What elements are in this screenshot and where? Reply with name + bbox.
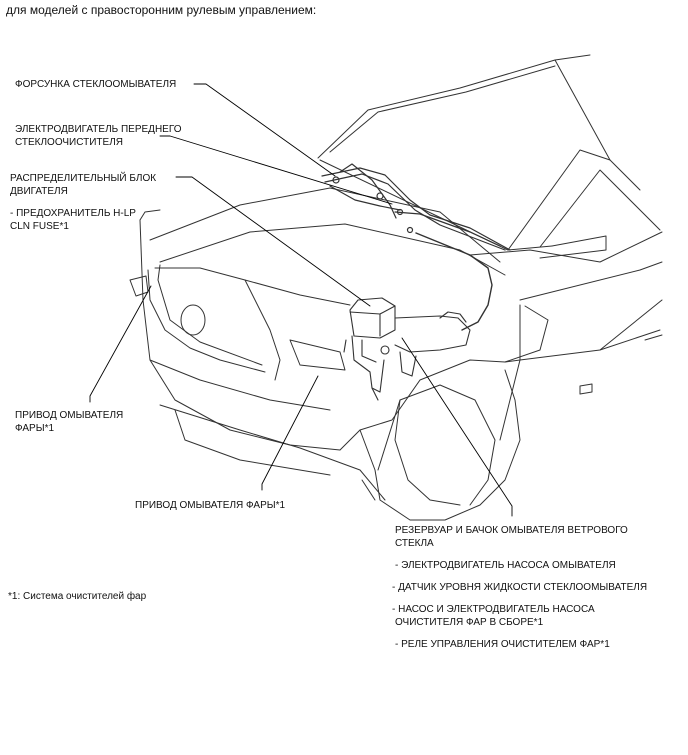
label-pump-motor: - ЭЛЕКТРОДВИГАТЕЛЬ НАСОСА ОМЫВАТЕЛЯ: [395, 560, 616, 571]
label-relay-block-line1: РАСПРЕДЕЛИТЕЛЬНЫЙ БЛОК: [10, 173, 157, 184]
page-header: для моделей с правосторонним рулевым упр…: [6, 3, 317, 17]
wiper-assembly: [321, 163, 511, 251]
label-headlamp-relay: - РЕЛЕ УПРАВЛЕНИЯ ОЧИСТИТЕЛЕМ ФАР*1: [395, 639, 610, 650]
washer-hose: [415, 232, 493, 331]
reservoir-assembly: [343, 297, 471, 401]
label-headlamp-actuator-left-line2: ФАРЫ*1: [15, 423, 55, 434]
label-headlamp-actuator-left-line1: ПРИВОД ОМЫВАТЕЛЯ: [15, 410, 124, 421]
label-headlamp-pump-line2: ОЧИСТИТЕЛЯ ФАР В СБОРЕ*1: [395, 617, 544, 628]
label-headlamp-pump-line1: - НАСОС И ЭЛЕКТРОДВИГАТЕЛЬ НАСОСА: [392, 604, 595, 615]
footnote: *1: Система очистителей фар: [8, 591, 147, 602]
label-wiper-motor-line1: ЭЛЕКТРОДВИГАТЕЛЬ ПЕРЕДНЕГО: [15, 124, 182, 135]
leader-lines: [89, 83, 513, 517]
label-reservoir-line2: СТЕКЛА: [395, 538, 434, 549]
label-washer-nozzle: ФОРСУНКА СТЕКЛООМЫВАТЕЛЯ: [15, 79, 177, 90]
vehicle-outline: [129, 54, 663, 521]
label-relay-block-line2: ДВИГАТЕЛЯ: [10, 186, 68, 197]
label-fuse-line1: - ПРЕДОХРАНИТЕЛЬ H-LP: [10, 208, 136, 219]
label-reservoir-line1: РЕЗЕРВУАР И БАЧОК ОМЫВАТЕЛЯ ВЕТРОВОГО: [395, 525, 628, 536]
label-fuse-line2: CLN FUSE*1: [10, 221, 69, 232]
label-level-sensor: - ДАТЧИК УРОВНЯ ЖИДКОСТИ СТЕКЛООМЫВАТЕЛЯ: [392, 582, 648, 593]
label-headlamp-actuator-center: ПРИВОД ОМЫВАТЕЛЯ ФАРЫ*1: [135, 500, 286, 511]
label-wiper-motor-line2: СТЕКЛООЧИСТИТЕЛЯ: [15, 137, 123, 148]
